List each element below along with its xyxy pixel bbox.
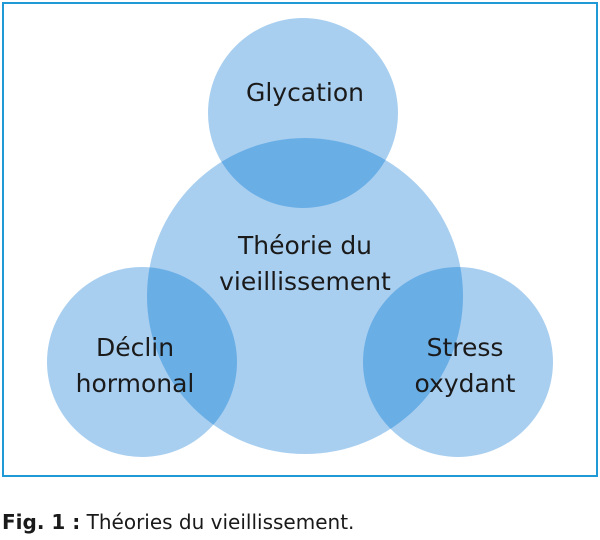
theorie-label: Théorie du vieillissement	[190, 228, 420, 300]
declin-line2: hormonal	[75, 369, 195, 398]
stress-line1: Stress	[426, 333, 504, 362]
figure-caption: Fig. 1 : Théories du vieillissement.	[2, 510, 354, 534]
glycation-label: Glycation	[210, 75, 400, 111]
overlap-glycation	[208, 138, 398, 208]
venn-diagram	[47, 18, 553, 457]
declin-label: Déclin hormonal	[55, 330, 215, 402]
theorie-line1: Théorie du	[237, 231, 373, 260]
caption-text: Théories du vieillissement.	[80, 510, 355, 534]
figure-number: Fig. 1 :	[2, 510, 81, 534]
theorie-line2: vieillissement	[219, 267, 391, 296]
declin-line1: Déclin	[95, 333, 175, 362]
glycation-text: Glycation	[245, 78, 365, 107]
stress-label: Stress oxydant	[385, 330, 545, 402]
stress-line2: oxydant	[414, 369, 516, 398]
